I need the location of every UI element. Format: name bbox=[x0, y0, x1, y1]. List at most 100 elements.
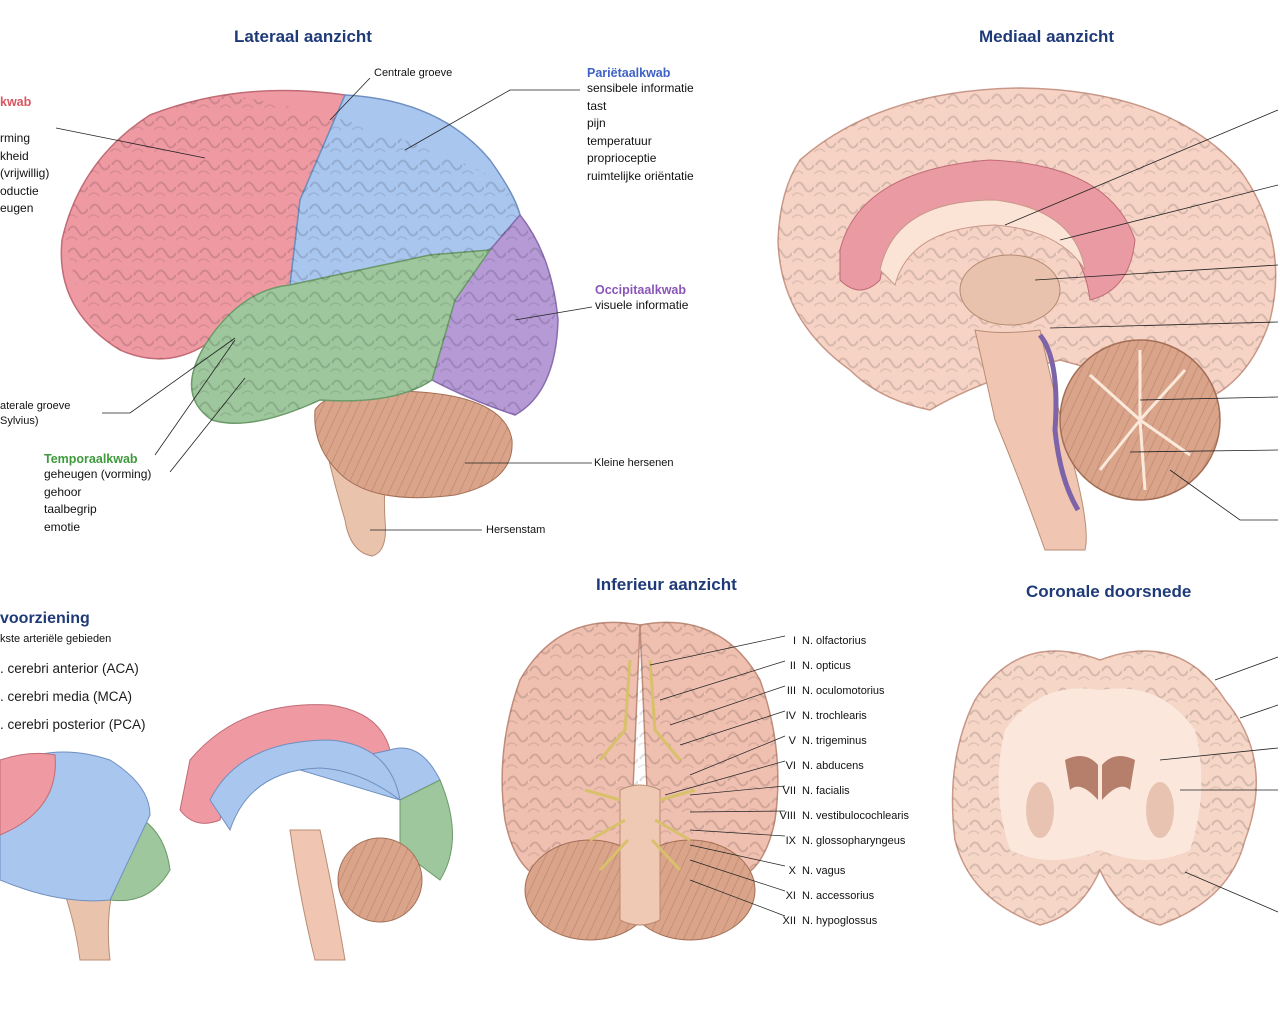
cranial-nerve-item: II N. opticus bbox=[768, 654, 909, 679]
nerve-name: N. opticus bbox=[802, 660, 851, 672]
lateral-leader-lines bbox=[55, 77, 593, 531]
frontal-item: oductie bbox=[0, 183, 39, 198]
frontal-item: kheid bbox=[0, 148, 29, 163]
medial-brain bbox=[777, 87, 1277, 551]
nerve-name: N. trochlearis bbox=[802, 710, 867, 722]
basal-ganglia-left bbox=[1026, 782, 1054, 838]
frontal-lobe-functions: rming kheid (vrijwillig) oductie eugen bbox=[0, 130, 49, 218]
title-coronal: Coronale doorsnede bbox=[1026, 582, 1192, 601]
blood-supply-medial bbox=[179, 704, 453, 961]
parietal-item: proprioceptie bbox=[587, 151, 657, 165]
brainstem-label: Hersenstam bbox=[486, 524, 546, 536]
parietal-item: tast bbox=[587, 98, 607, 113]
cranial-nerve-paths bbox=[584, 659, 696, 872]
parietal-lobe-name: Pariëtaalkwab bbox=[587, 66, 671, 80]
coronal-section bbox=[951, 650, 1257, 926]
aca-region-lateral bbox=[0, 752, 56, 836]
corpus-callosum bbox=[879, 199, 1086, 286]
nerve-name: N. vestibulocochlearis bbox=[802, 810, 909, 822]
cranial-nerve-item: IX N. glossopharyngeus bbox=[768, 829, 909, 854]
nerve-name: N. facialis bbox=[802, 785, 850, 797]
frontal-lobe-label: kwab bbox=[0, 95, 31, 109]
nerve-number: XII bbox=[782, 915, 796, 927]
nerve-number: V bbox=[788, 735, 796, 747]
cranial-nerve-list: I N. olfactorius II N. opticus III N. oculo… bbox=[768, 629, 909, 934]
inferior-brain bbox=[501, 621, 779, 941]
cranial-nerve-item: IV N. trochlearis bbox=[768, 704, 909, 729]
nerve-name: N. olfactorius bbox=[802, 635, 867, 647]
blood-supply-title: voorziening bbox=[0, 610, 90, 627]
cranial-nerve-item: VIII N. vestibulocochlearis bbox=[768, 804, 909, 829]
cranial-nerve-item: XI N. accessorius bbox=[768, 884, 909, 909]
title-inferior: Inferieur aanzicht bbox=[596, 575, 737, 594]
occipital-item: visuele informatie bbox=[595, 298, 689, 312]
medial-leader-lines bbox=[1004, 109, 1279, 521]
parietal-item: pijn bbox=[587, 116, 606, 130]
white-matter bbox=[998, 688, 1202, 860]
nerve-number: X bbox=[788, 865, 796, 877]
cranial-nerve-item: X N. vagus bbox=[768, 859, 909, 884]
lateral-sulcus-line: aterale groeve bbox=[0, 400, 71, 412]
lateral-ventricles bbox=[1065, 756, 1135, 800]
frontal-item: eugen bbox=[0, 201, 34, 215]
nerve-number: XI bbox=[785, 890, 796, 902]
cranial-nerve-item: V N. trigeminus bbox=[768, 729, 909, 754]
central-sulcus-label: Centrale groeve bbox=[374, 67, 453, 79]
lateral-sulcus-label: aterale groeve Sylvius) bbox=[0, 399, 70, 429]
frontal-item: rming bbox=[0, 131, 31, 145]
nerve-number: I bbox=[792, 635, 796, 647]
cranial-nerve-item: III N. oculomotorius bbox=[768, 679, 909, 704]
coronal-leader-lines bbox=[1159, 656, 1279, 913]
lateral-brain bbox=[60, 89, 559, 557]
nerve-number: VII bbox=[782, 785, 796, 797]
nerve-name: N. trigeminus bbox=[802, 735, 867, 747]
cranial-nerve-item: VII N. facialis bbox=[768, 779, 909, 804]
blood-supply-lateral bbox=[0, 751, 171, 961]
title-medial: Mediaal aanzicht bbox=[979, 27, 1115, 46]
parietal-lobe-label: Pariëtaalkwab sensibele informatie tast … bbox=[587, 66, 694, 185]
parietal-item: ruimtelijke oriëntatie bbox=[587, 168, 694, 183]
title-lateral: Lateraal aanzicht bbox=[234, 27, 372, 46]
nerve-number: IV bbox=[785, 710, 796, 722]
cerebellum-label: Kleine hersenen bbox=[594, 457, 674, 469]
temporal-item: taalbegrip bbox=[44, 502, 97, 516]
temporal-item: geheugen (vorming) bbox=[44, 467, 152, 481]
nerve-name: N. hypoglossus bbox=[802, 915, 878, 927]
nerve-name: N. oculomotorius bbox=[802, 685, 885, 697]
occipital-lobe-name: Occipitaalkwab bbox=[595, 283, 687, 297]
parietal-item: temperatuur bbox=[587, 133, 652, 148]
lateral-sulcus-line: Sylvius) bbox=[0, 415, 39, 427]
artery-aca: . cerebri anterior (ACA) bbox=[0, 661, 139, 676]
parietal-item: sensibele informatie bbox=[587, 81, 694, 95]
nerve-name: N. abducens bbox=[802, 760, 864, 772]
artery-pca: . cerebri posterior (PCA) bbox=[0, 717, 146, 732]
thalamus bbox=[959, 254, 1061, 326]
frontal-item: (vrijwillig) bbox=[0, 166, 50, 180]
nerve-name: N. vagus bbox=[802, 865, 846, 877]
temporal-lobe-name: Temporaalkwab bbox=[44, 452, 138, 466]
nerve-number: III bbox=[786, 685, 796, 697]
occipital-lobe-label: Occipitaalkwab visuele informatie bbox=[595, 283, 688, 315]
nerve-name: N. glossopharyngeus bbox=[802, 835, 906, 847]
nerve-number: II bbox=[789, 660, 796, 672]
temporal-item: emotie bbox=[44, 519, 81, 534]
fourth-ventricle bbox=[1037, 333, 1081, 512]
artery-mca: . cerebri media (MCA) bbox=[0, 689, 133, 704]
pca-region-lateral bbox=[109, 814, 171, 902]
inferior-leader-lines bbox=[649, 635, 786, 917]
brainstem-inferior bbox=[619, 784, 661, 926]
nerve-number: VI bbox=[785, 760, 796, 772]
temporal-lobe-label: Temporaalkwab geheugen (vorming) gehoor … bbox=[44, 452, 151, 536]
blood-supply-subtitle: kste arteriële gebieden bbox=[0, 633, 112, 645]
nerve-number: VIII bbox=[779, 810, 796, 822]
basal-ganglia-right bbox=[1146, 782, 1174, 838]
cranial-nerve-item: I N. olfactorius bbox=[768, 629, 909, 654]
nerve-name: N. accessorius bbox=[802, 890, 875, 902]
cranial-nerve-item: VI N. abducens bbox=[768, 754, 909, 779]
nerve-number: IX bbox=[785, 835, 796, 847]
blood-supply-list: . cerebri anterior (ACA) . cerebri media… bbox=[0, 655, 146, 739]
cranial-nerve-item: XII N. hypoglossus bbox=[768, 909, 909, 934]
temporal-item: gehoor bbox=[44, 484, 82, 499]
brainstem-medial bbox=[974, 329, 1087, 551]
